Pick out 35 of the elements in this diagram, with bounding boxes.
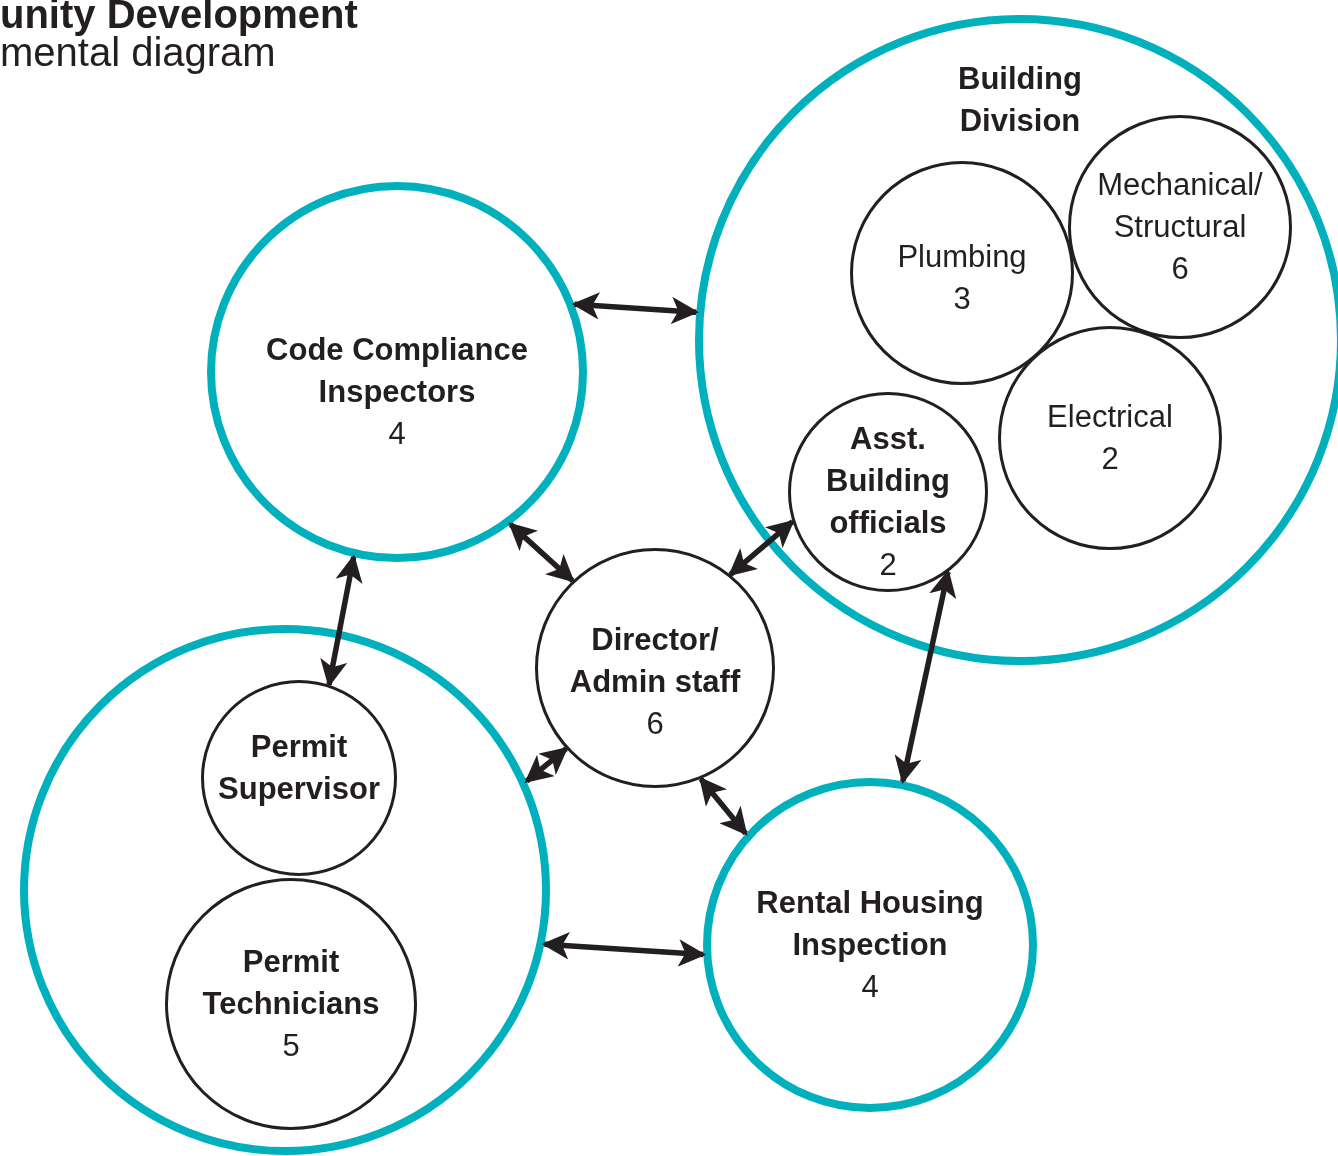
circle-title: Asst. Building officials bbox=[825, 420, 951, 542]
circle-title: Permit Technicians bbox=[201, 943, 381, 1023]
electrical-circle bbox=[998, 326, 1222, 550]
double-arrow bbox=[728, 519, 795, 577]
circle-title: Mechanical/ Structural bbox=[1096, 166, 1264, 246]
staff-count: 2 bbox=[878, 546, 898, 584]
circle-title: Rental Housing Inspection bbox=[755, 884, 985, 964]
permit-supervisor-circle bbox=[201, 680, 397, 876]
circle-title: Building Division bbox=[957, 60, 1083, 140]
rental-housing-circle bbox=[703, 778, 1037, 1112]
code-compliance-circle bbox=[207, 182, 587, 562]
asst-building-officials-circle bbox=[788, 392, 988, 592]
director-admin-circle bbox=[535, 548, 775, 788]
double-arrow bbox=[320, 554, 363, 688]
staff-count: 6 bbox=[645, 705, 665, 743]
permit-group-circle bbox=[20, 625, 550, 1155]
circle-title: Director/ Admin staff bbox=[568, 621, 742, 701]
circle-title: Electrical bbox=[1046, 398, 1174, 436]
plumbing-circle bbox=[850, 161, 1074, 385]
double-arrow bbox=[541, 932, 706, 967]
staff-count: 6 bbox=[1170, 250, 1190, 288]
staff-count: 3 bbox=[952, 280, 972, 318]
double-arrow bbox=[524, 746, 569, 784]
double-arrow bbox=[571, 292, 699, 325]
staff-count: 2 bbox=[1100, 440, 1120, 478]
circle-title: Code Compliance Inspectors bbox=[265, 331, 529, 411]
double-arrow bbox=[894, 569, 957, 784]
circle-title: Plumbing bbox=[896, 238, 1028, 276]
permit-technicians-circle bbox=[165, 878, 417, 1130]
staff-count: 5 bbox=[281, 1027, 301, 1065]
circle-title: Permit Supervisor bbox=[217, 728, 381, 808]
double-arrow bbox=[508, 522, 575, 583]
staff-count: 4 bbox=[387, 415, 407, 453]
staff-count: 4 bbox=[860, 968, 880, 1006]
double-arrow bbox=[698, 776, 748, 836]
